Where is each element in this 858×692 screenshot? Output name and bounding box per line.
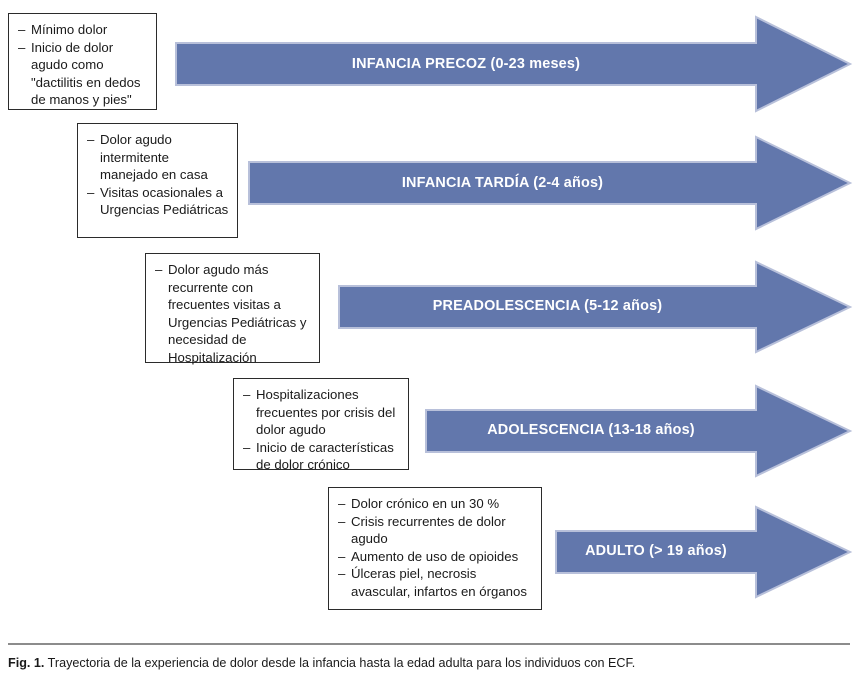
- callout-box-adulto: Dolor crónico en un 30 % Crisis recurren…: [328, 487, 542, 610]
- caption-label: Fig. 1.: [8, 656, 45, 670]
- list-item: Inicio de características de dolor cróni…: [243, 439, 400, 474]
- list-item: Aumento de uso de opioides: [338, 548, 533, 566]
- list-item: Dolor agudo más recurrente con frecuente…: [155, 261, 311, 367]
- list-item: Dolor crónico en un 30 %: [338, 495, 533, 513]
- list-item: Inicio de dolor agudo como "dactilitis e…: [18, 39, 148, 109]
- list-item: Crisis recurrentes de dolor agudo: [338, 513, 533, 548]
- callout-bullet-list: Dolor agudo más recurrente con frecuente…: [155, 261, 311, 367]
- list-item: Dolor agudo intermitente manejado en cas…: [87, 131, 229, 184]
- stage-arrow-infancia-precoz: [175, 15, 853, 113]
- callout-box-infancia-precoz: Mínimo dolor Inicio de dolor agudo como …: [8, 13, 157, 110]
- callout-box-adolescencia: Hospitalizaciones frecuentes por crisis …: [233, 378, 409, 472]
- figure-caption: Fig. 1. Trayectoria de la experiencia de…: [8, 655, 852, 671]
- list-item: Úlceras piel, necrosis avascular, infart…: [338, 565, 533, 600]
- list-item: Visitas ocasionales a Urgencias Pediátri…: [87, 184, 229, 219]
- caption-divider: [8, 643, 850, 645]
- stage-arrow-adolescencia: [425, 384, 853, 478]
- stage-arrow-preadolescencia: [338, 260, 853, 354]
- list-item: Hospitalizaciones frecuentes por crisis …: [243, 386, 400, 439]
- callout-bullet-list: Dolor agudo intermitente manejado en cas…: [87, 131, 229, 219]
- callout-bullet-list: Mínimo dolor Inicio de dolor agudo como …: [18, 21, 148, 109]
- list-item: Mínimo dolor: [18, 21, 148, 39]
- callout-bullet-list: Hospitalizaciones frecuentes por crisis …: [243, 386, 400, 474]
- callout-bullet-list: Dolor crónico en un 30 % Crisis recurren…: [338, 495, 533, 601]
- callout-box-preadolescencia: Dolor agudo más recurrente con frecuente…: [145, 253, 320, 365]
- callout-box-infancia-tardia: Dolor agudo intermitente manejado en cas…: [77, 123, 238, 238]
- stage-arrow-infancia-tardia: [248, 135, 853, 231]
- caption-text: Trayectoria de la experiencia de dolor d…: [47, 656, 636, 670]
- stage-arrow-adulto: [555, 505, 853, 599]
